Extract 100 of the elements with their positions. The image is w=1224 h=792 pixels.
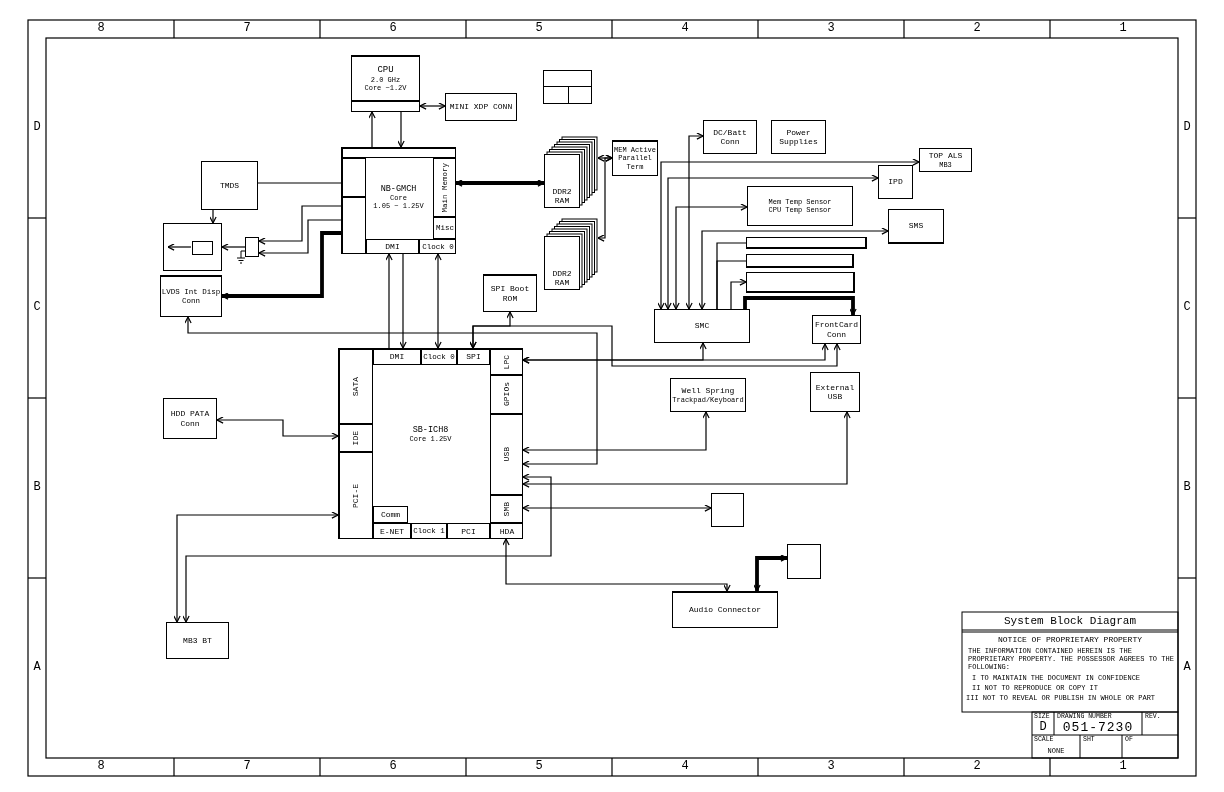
double-arrow xyxy=(419,102,446,110)
zone-number: 5 xyxy=(535,760,543,774)
double-arrow xyxy=(597,154,613,242)
port-box xyxy=(433,158,455,217)
arrow xyxy=(399,253,407,349)
block-label: MINI XDP CONN xyxy=(449,102,513,112)
port-box xyxy=(342,197,366,253)
arrow xyxy=(221,231,341,300)
component-box xyxy=(201,161,258,210)
component-box xyxy=(612,140,658,176)
port-label: DMI xyxy=(385,242,400,252)
zone-number: 7 xyxy=(243,760,251,774)
block-label: NB-GMCH xyxy=(380,184,417,195)
port-label: PCI-E xyxy=(351,484,361,508)
block-label: HDD PATA Conn xyxy=(169,409,211,428)
arrow xyxy=(397,111,405,148)
port-box xyxy=(433,217,455,239)
block-label: DDR2 RAM xyxy=(551,268,573,287)
double-arrow xyxy=(173,511,339,623)
block-label: DDR2 RAM xyxy=(551,186,573,205)
double-arrow xyxy=(522,411,710,454)
component-box xyxy=(543,70,592,104)
block-label: SB-ICH8 xyxy=(412,425,449,436)
double-arrow xyxy=(522,342,707,364)
chip-block xyxy=(341,147,456,254)
port-box xyxy=(490,414,522,495)
port-label: LPC xyxy=(502,354,512,370)
component-box xyxy=(163,398,217,439)
port-label: IDE xyxy=(351,430,361,446)
zone-letter: C xyxy=(33,301,41,315)
drawing-title: System Block Diagram xyxy=(1004,614,1136,628)
block-label: IPD xyxy=(888,177,903,187)
arrow xyxy=(167,243,192,251)
zone-number: 1 xyxy=(1119,760,1127,774)
arrow xyxy=(209,209,217,224)
port-label: E-NET xyxy=(380,526,404,537)
component-box xyxy=(160,275,222,317)
component-box xyxy=(192,241,213,255)
port-box xyxy=(490,523,522,538)
zone-number: 4 xyxy=(681,22,689,36)
port-label: PCI xyxy=(461,526,476,537)
double-arrow xyxy=(434,253,442,349)
zone-number: 3 xyxy=(827,760,835,774)
double-arrow xyxy=(685,132,704,310)
drawing-number: 051-7230 xyxy=(1062,720,1134,736)
component-box xyxy=(711,493,744,527)
zone-number: 6 xyxy=(389,22,397,36)
component-box xyxy=(919,148,972,172)
component-box xyxy=(812,315,861,344)
zone-letter: B xyxy=(1183,481,1191,495)
arrow xyxy=(385,253,393,349)
port-box xyxy=(490,349,522,375)
double-arrow xyxy=(522,504,712,512)
port-box xyxy=(373,506,408,523)
connector-line xyxy=(257,182,342,184)
port-label: SPI xyxy=(466,352,481,362)
block-label: External USB xyxy=(814,382,856,402)
chip-block xyxy=(338,348,523,539)
port-box xyxy=(373,349,421,365)
block-label: SPI Boot ROM xyxy=(489,284,531,303)
port-label: DMI xyxy=(389,352,405,362)
port-box xyxy=(342,158,366,197)
zone-letter: A xyxy=(33,661,41,675)
zone-number: 8 xyxy=(97,760,105,774)
block-label: Audio Connector xyxy=(689,605,761,615)
block-label: DC/Batt Conn xyxy=(712,127,748,147)
port-box xyxy=(339,452,373,538)
arrow xyxy=(368,111,376,148)
double-arrow xyxy=(455,179,545,187)
double-arrow xyxy=(753,554,788,592)
block-label: CPU xyxy=(377,65,394,76)
port-box xyxy=(447,523,490,538)
arrow xyxy=(730,278,747,310)
arrow xyxy=(258,219,342,257)
notice-heading: NOTICE OF PROPRIETARY PROPERTY xyxy=(998,635,1142,645)
component-box xyxy=(703,120,757,154)
double-arrow xyxy=(216,416,339,440)
block-label: SMS xyxy=(908,221,924,231)
zone-number: 2 xyxy=(973,22,981,36)
component-box xyxy=(878,165,913,199)
port-label: SATA xyxy=(351,376,361,397)
zone-letter: D xyxy=(33,121,41,135)
double-arrow xyxy=(672,203,748,310)
port-box xyxy=(490,375,522,414)
zone-letter: D xyxy=(1183,121,1191,135)
double-arrow xyxy=(698,227,889,310)
component-box xyxy=(483,274,537,312)
block-label: MB3 BT xyxy=(183,635,212,646)
port-label: USB xyxy=(502,447,512,462)
component-box xyxy=(672,591,778,628)
zone-number: 8 xyxy=(97,22,105,36)
component-box xyxy=(670,378,746,412)
port-label: GPIOs xyxy=(502,382,512,407)
arrow xyxy=(221,243,246,251)
port-label: Comm xyxy=(380,509,401,520)
block-label: Well Spring xyxy=(681,386,735,396)
component-box xyxy=(747,186,853,226)
component-box xyxy=(810,372,860,412)
zone-number: 2 xyxy=(973,760,981,774)
port-box xyxy=(373,523,411,538)
